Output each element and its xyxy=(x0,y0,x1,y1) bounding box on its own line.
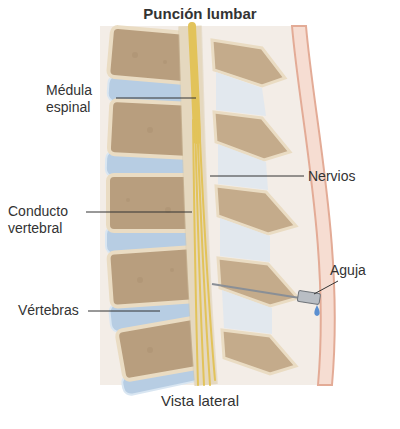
leader-lines xyxy=(86,98,338,311)
part-label: Conducto vertebral xyxy=(8,203,84,237)
ligaments xyxy=(216,72,272,334)
soft-tissue xyxy=(100,26,321,385)
part-label: Aguja xyxy=(330,262,366,279)
diagram-caption: Vista lateral xyxy=(0,392,400,409)
spinous-processes xyxy=(212,40,298,374)
needle xyxy=(212,284,321,316)
skin xyxy=(292,26,335,385)
diagram-title: Punción lumbar xyxy=(0,5,400,22)
bone-texture xyxy=(126,52,174,353)
spinal-cord xyxy=(192,26,215,385)
part-label: Médula espinal xyxy=(46,82,114,116)
part-label: Vértebras xyxy=(18,302,79,319)
part-label: Nervios xyxy=(308,168,355,185)
